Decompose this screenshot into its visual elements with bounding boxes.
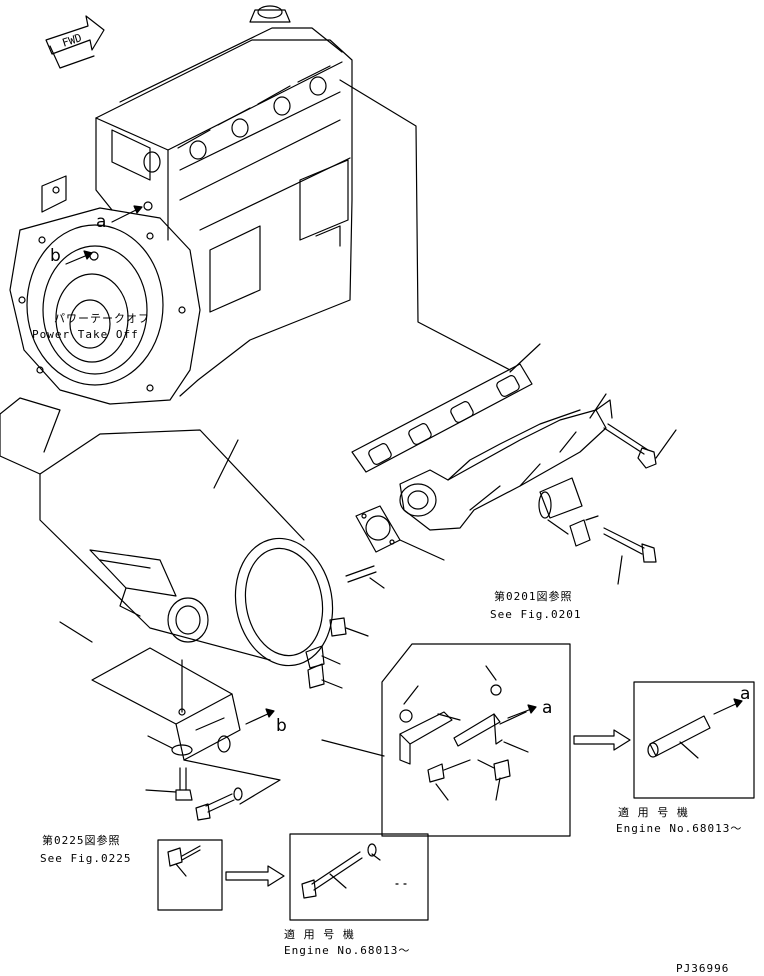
fig0225-label-en: See Fig.0225 [40, 852, 132, 865]
callout-b-engine: b [50, 246, 61, 266]
drawing-code: PJ36996 [676, 962, 730, 975]
fig0201-label-en: See Fig.0201 [490, 608, 582, 621]
engine-no-bottom: Engine No.68013～ [284, 944, 411, 957]
callout-arrow-b-engine [65, 250, 93, 265]
pto-label-jp: パワーテークオフ [54, 312, 150, 325]
muffler-washer [329, 617, 369, 637]
detail-box-bolt-small [157, 839, 223, 911]
fig0225-label-jp: 第0225図参照 [42, 834, 121, 847]
bracket-washer [147, 735, 193, 756]
leader-line-2 [321, 739, 385, 757]
callout-arrow-b-muffler [245, 708, 275, 725]
leader-line [339, 79, 511, 371]
fig0201-label-jp: 第0201図参照 [494, 590, 573, 603]
detail-arrow-right [573, 729, 631, 751]
manifold-gasket [351, 343, 541, 473]
callout-arrow-a-pipe [713, 698, 743, 715]
long-bolt [603, 527, 657, 585]
manifold-spacer-pipe [538, 477, 583, 535]
bracket-bolt [145, 767, 193, 801]
exhaust-gasket [355, 505, 445, 561]
pto-label-en: Power Take Off [32, 328, 139, 341]
muffler [0, 397, 334, 667]
muffler-nut [305, 645, 341, 669]
muffler-stud [345, 565, 385, 589]
engine-no-right: Engine No.68013～ [616, 822, 743, 835]
flywheel-housing [9, 201, 201, 405]
manifold-bolt [603, 423, 677, 469]
detail-box-pipe [633, 681, 755, 799]
muffler-nut-2 [307, 663, 343, 689]
callout-a-pipe: a [740, 684, 751, 704]
applicable-label-right: 適 用 号 機 [618, 806, 689, 819]
callout-a-bracket: a [542, 698, 553, 718]
callout-a-engine: a [96, 212, 107, 232]
muffler-bracket [59, 621, 281, 805]
exhaust-manifold [399, 393, 613, 531]
engine-block [41, 5, 353, 397]
callout-arrow-a-bracket [507, 704, 537, 719]
callout-arrow-a-engine [111, 205, 143, 223]
detail-box-bracket [381, 643, 571, 837]
fwd-arrow-icon [45, 15, 105, 69]
applicable-label-bottom: 適 用 号 機 [284, 928, 355, 941]
detail-box-long-bolt [289, 833, 429, 921]
detail-arrow-bottom [225, 865, 285, 887]
manifold-nut [569, 515, 599, 547]
bracket-bolt-2 [195, 787, 243, 821]
callout-b-muffler: b [276, 716, 287, 736]
